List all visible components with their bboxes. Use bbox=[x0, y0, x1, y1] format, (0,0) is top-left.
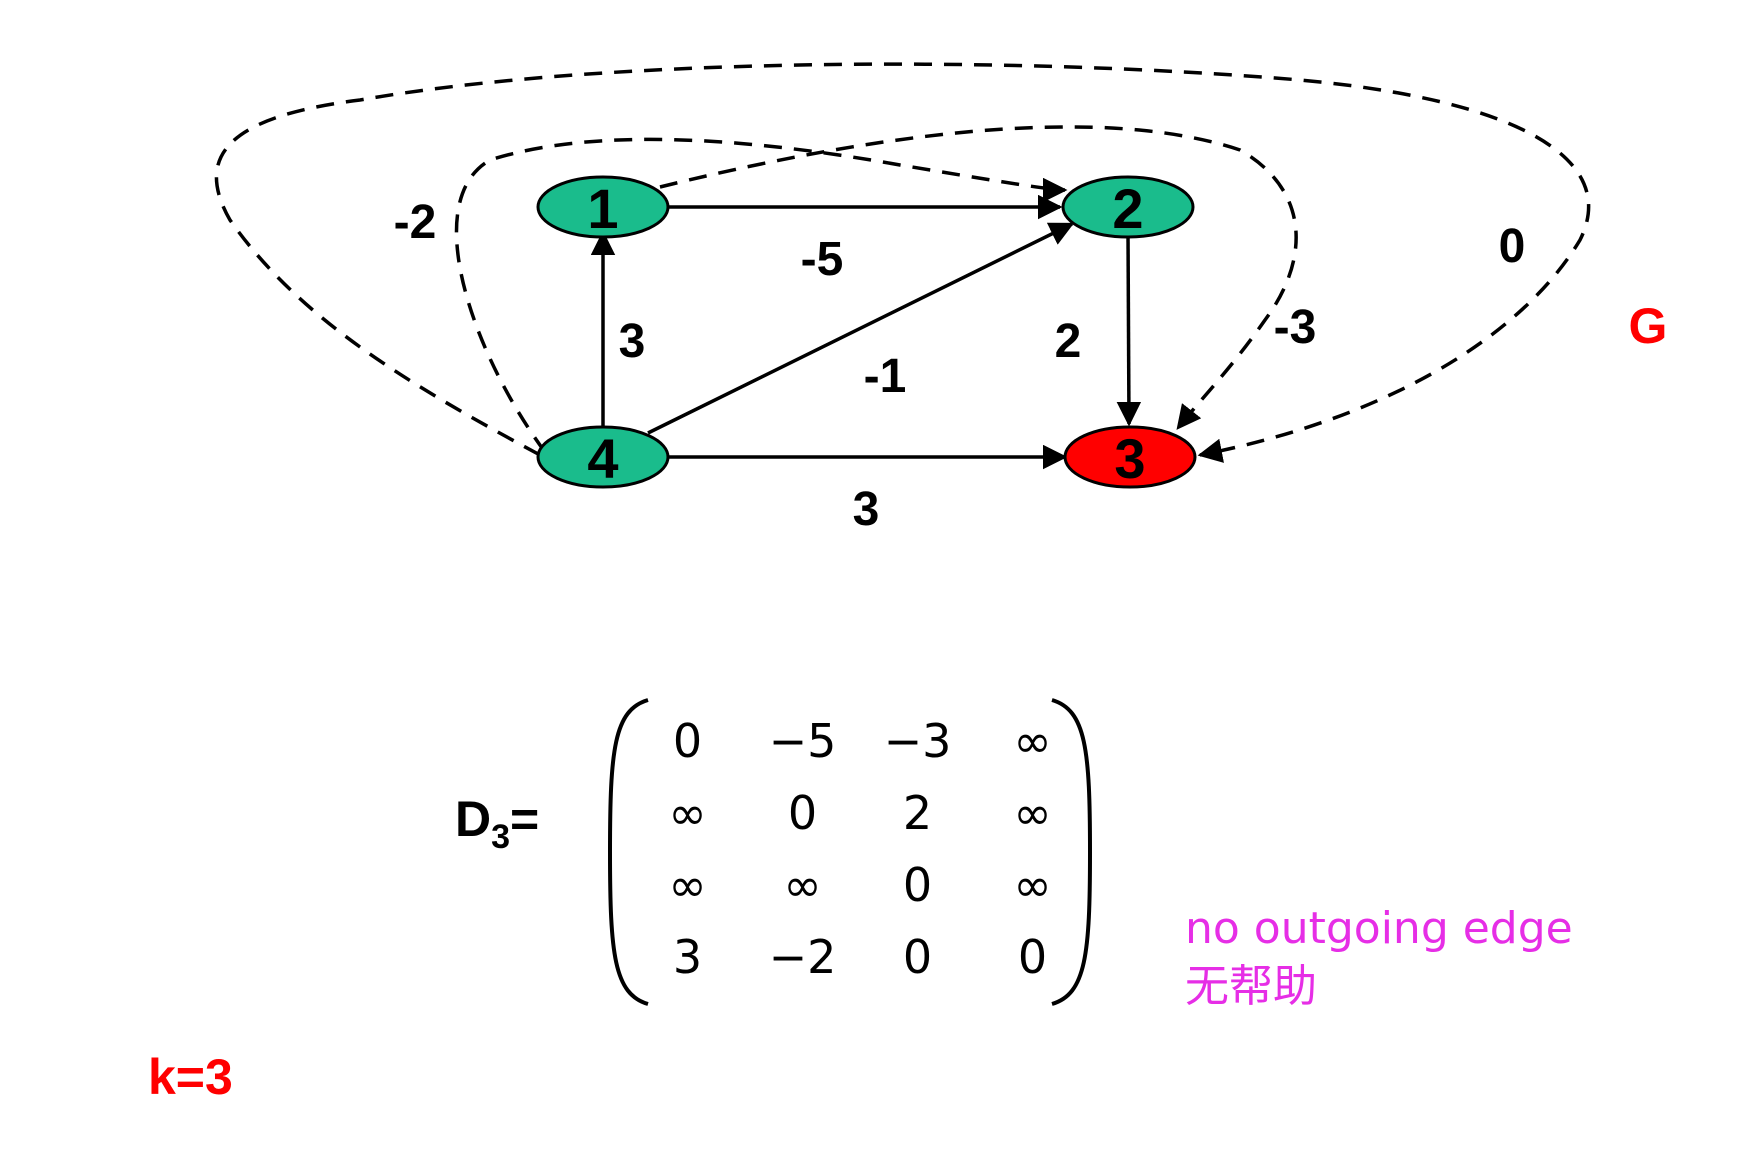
iteration-label: k=3 bbox=[148, 1049, 233, 1105]
edge-weight-4-to-1: 3 bbox=[619, 315, 646, 368]
matrix-cell: 0 bbox=[902, 930, 933, 984]
edge-4-to-3-outer-dashed bbox=[214, 62, 1591, 463]
annotation-line-chinese: 无帮助 bbox=[1185, 961, 1317, 1012]
edge-2-to-3 bbox=[1116, 232, 1142, 427]
matrix-cell: 0 bbox=[1017, 930, 1048, 984]
matrix-cell: ∞ bbox=[668, 786, 707, 840]
graph-node-3: 3 bbox=[1063, 425, 1197, 490]
edge-weight-2-to-3: 2 bbox=[1055, 315, 1082, 368]
edge-4-to-2-dashed bbox=[454, 137, 1068, 454]
distance-matrix: 0 −5 −3 ∞ ∞ 0 2 ∞ ∞ ∞ 0 ∞ 3 −2 0 0 bbox=[630, 705, 1090, 993]
matrix-brackets bbox=[607, 698, 1093, 1006]
matrix-left-bracket bbox=[607, 698, 649, 1006]
graph-node-1: 1 bbox=[536, 175, 670, 240]
matrix-cell: ∞ bbox=[1013, 714, 1052, 768]
node-label: 4 bbox=[587, 427, 618, 490]
matrix-cell: 0 bbox=[672, 714, 703, 768]
matrix-subscript: 3 bbox=[491, 818, 511, 856]
edge-weight-4-to-2-dashed: -2 bbox=[394, 196, 437, 249]
matrix-equals-sign: = bbox=[510, 791, 540, 847]
annotation-note: no outgoing edge 无帮助 bbox=[1185, 900, 1573, 1016]
edge-weight-4-to-2: -1 bbox=[864, 350, 907, 403]
node-label: 1 bbox=[587, 177, 618, 240]
matrix-cell: −3 bbox=[883, 714, 952, 768]
matrix-right-bracket bbox=[1051, 698, 1093, 1006]
matrix-cell: −5 bbox=[768, 714, 837, 768]
matrix-cell: 0 bbox=[787, 786, 818, 840]
matrix-cell: ∞ bbox=[1013, 786, 1052, 840]
graph-node-2: 2 bbox=[1061, 175, 1195, 240]
matrix-cell: ∞ bbox=[783, 858, 822, 912]
edge-1-to-3-dashed bbox=[659, 125, 1298, 430]
node-label: 2 bbox=[1112, 177, 1143, 240]
matrix-cell: ∞ bbox=[1013, 858, 1052, 912]
matrix-symbol: D bbox=[455, 791, 492, 847]
matrix-cell: 3 bbox=[672, 930, 703, 984]
edge-weight-4-to-3: 3 bbox=[853, 483, 880, 536]
matrix-cell: 0 bbox=[902, 858, 933, 912]
annotation-line-english: no outgoing edge bbox=[1185, 903, 1573, 954]
graph-title: G bbox=[1629, 298, 1668, 354]
matrix-cell: 2 bbox=[902, 786, 933, 840]
graph-node-4: 4 bbox=[536, 425, 670, 490]
edge-weight-4-to-3-outer-dashed: 0 bbox=[1499, 220, 1526, 273]
edge-weight-1-to-2: -5 bbox=[801, 233, 844, 286]
weighted-directed-graph: 1 2 3 4 -5 2 3 -1 3 -2 -3 0 G bbox=[214, 62, 1668, 536]
matrix-name: D3= bbox=[455, 790, 539, 857]
matrix-cell: −2 bbox=[768, 930, 837, 984]
edge-weight-1-to-3-dashed: -3 bbox=[1274, 301, 1317, 354]
matrix-cell: ∞ bbox=[668, 858, 707, 912]
edge-4-to-2 bbox=[647, 222, 1075, 435]
node-label: 3 bbox=[1114, 427, 1145, 490]
